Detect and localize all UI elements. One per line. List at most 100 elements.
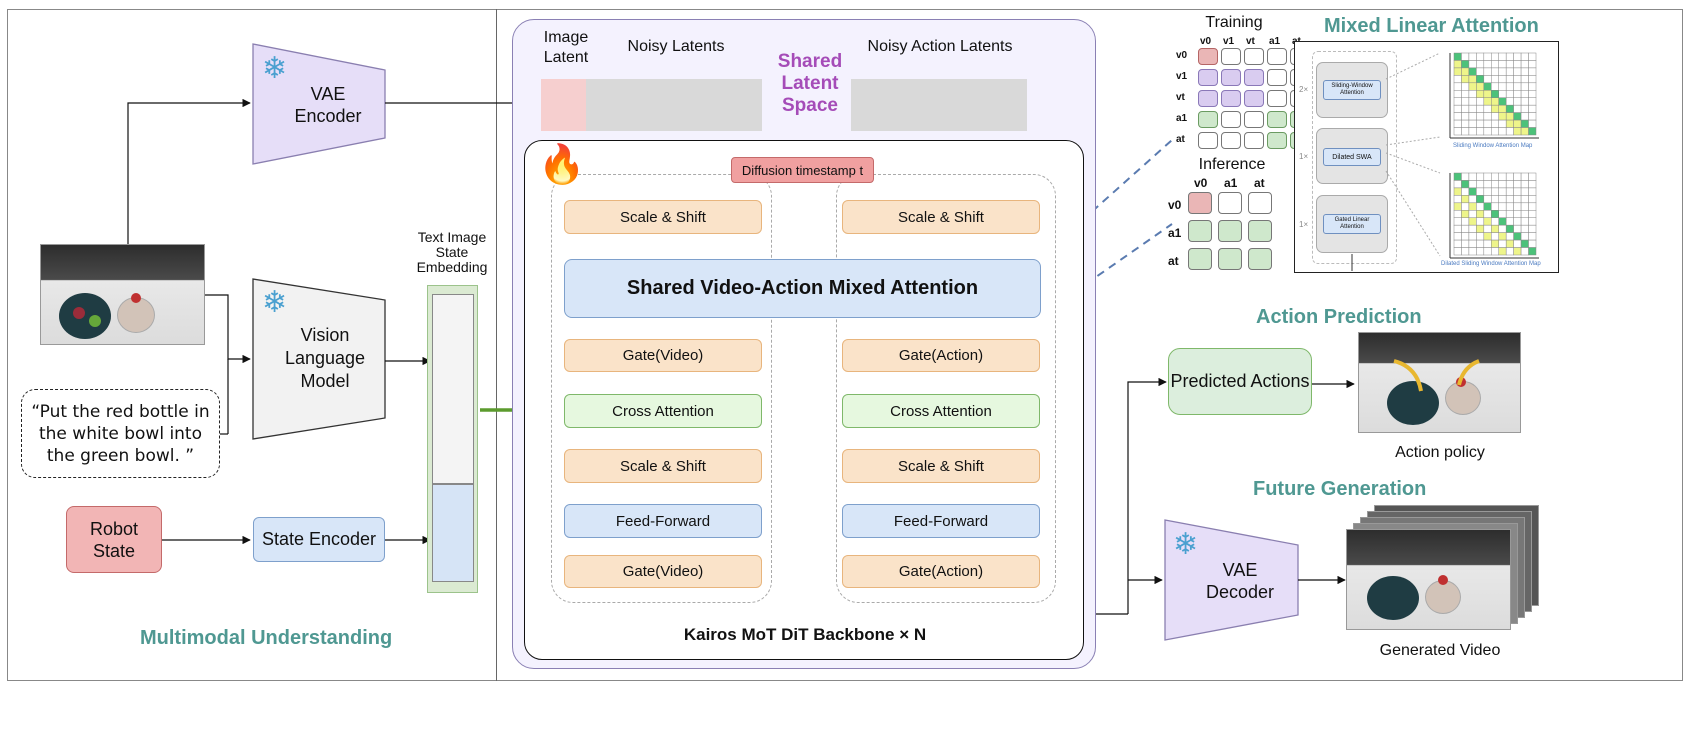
sliding-window-map-cell bbox=[1453, 112, 1462, 121]
sliding-window-map-cell bbox=[1468, 97, 1477, 106]
training-row-label: v1 bbox=[1176, 71, 1188, 82]
sliding-window-map-cell bbox=[1461, 97, 1470, 106]
dilated-window-map-cell bbox=[1491, 217, 1499, 226]
dilated-window-map-cell bbox=[1491, 224, 1499, 233]
video-gate-1: Gate(Video) bbox=[564, 339, 762, 372]
vae-decoder-label: VAE Decoder bbox=[1205, 560, 1275, 602]
inference-title: Inference bbox=[1198, 156, 1266, 173]
dilated-window-map-cell bbox=[1513, 210, 1522, 218]
sliding-window-map-cell bbox=[1468, 75, 1477, 84]
sliding-window-map-cell bbox=[1520, 60, 1529, 69]
dilated-window-map-cell bbox=[1520, 224, 1529, 233]
sliding-window-map-cell bbox=[1520, 112, 1529, 121]
sliding-window-map-cell bbox=[1513, 90, 1522, 98]
training-mask-cell bbox=[1198, 90, 1218, 107]
dilated-window-map-cell bbox=[1498, 217, 1507, 226]
sliding-window-map-cell bbox=[1476, 97, 1485, 106]
sliding-window-map-cell bbox=[1491, 52, 1499, 61]
fire-icon: 🔥 bbox=[538, 144, 586, 186]
sliding-window-map-cell bbox=[1498, 127, 1507, 136]
dilated-window-map-cell bbox=[1468, 224, 1477, 233]
sliding-window-map-cell bbox=[1491, 90, 1499, 98]
dilated-window-map-cell bbox=[1498, 232, 1507, 241]
sliding-window-map-cell bbox=[1491, 104, 1499, 113]
sliding-window-map-cell bbox=[1505, 90, 1514, 98]
sliding-window-map-cell bbox=[1505, 60, 1514, 69]
dilated-window-map-cell bbox=[1528, 239, 1537, 248]
sliding-window-map-cell bbox=[1498, 82, 1507, 91]
dilated-window-map-cell bbox=[1513, 217, 1522, 226]
training-mask-cell bbox=[1198, 69, 1218, 86]
sliding-window-map-cell bbox=[1453, 90, 1462, 98]
training-mask-cell bbox=[1267, 90, 1287, 107]
inference-col-label: at bbox=[1254, 176, 1265, 190]
mla-count-3: 1× bbox=[1299, 220, 1309, 229]
snowflake-icon: ❄ bbox=[262, 286, 288, 319]
sliding-window-map-cell bbox=[1461, 67, 1470, 76]
dilated-window-map-cell bbox=[1483, 239, 1492, 248]
dilated-window-map-cell bbox=[1505, 224, 1514, 233]
dilated-window-map-cell bbox=[1505, 202, 1514, 211]
dilated-window-map-cell bbox=[1505, 187, 1514, 196]
mla-count-2: 1× bbox=[1299, 152, 1309, 161]
inference-col-label: a1 bbox=[1224, 176, 1238, 190]
sliding-window-map-cell bbox=[1491, 97, 1499, 106]
dilated-window-map-cell bbox=[1483, 224, 1492, 233]
dilated-window-map-cell bbox=[1468, 180, 1477, 189]
sliding-window-map-cell bbox=[1491, 82, 1499, 91]
sliding-window-map-cell bbox=[1498, 67, 1507, 76]
dilated-window-map-cell bbox=[1468, 217, 1477, 226]
dilated-window-map-cell bbox=[1453, 239, 1462, 248]
sliding-window-map-cell bbox=[1498, 97, 1507, 106]
sliding-window-map-cell bbox=[1513, 104, 1522, 113]
training-mask-grid: v0v1vta1atv0v1vta1at bbox=[1158, 36, 1310, 154]
sliding-window-map-cell bbox=[1505, 82, 1514, 91]
inference-row-label: v0 bbox=[1168, 198, 1182, 212]
sliding-window-map-cell bbox=[1513, 67, 1522, 76]
dilated-window-map-cell bbox=[1498, 224, 1507, 233]
dilated-window-map-cell bbox=[1513, 232, 1522, 241]
dilated-window-map-cell bbox=[1498, 195, 1507, 204]
video-cross-attention: Cross Attention bbox=[564, 394, 762, 428]
dilated-window-map-cell bbox=[1513, 172, 1522, 181]
sliding-window-map-cell bbox=[1468, 52, 1477, 61]
training-mask-cell bbox=[1244, 111, 1264, 128]
action-prediction-title: Action Prediction bbox=[1256, 306, 1422, 328]
dilated-window-map-cell bbox=[1461, 247, 1470, 256]
dilated-window-map-cell bbox=[1483, 232, 1492, 241]
sliding-window-map-cell bbox=[1461, 52, 1470, 61]
sliding-window-map-cell bbox=[1461, 60, 1470, 69]
sliding-window-map-cell bbox=[1453, 67, 1462, 76]
dilated-window-map-cell bbox=[1491, 172, 1499, 181]
sliding-window-map-cell bbox=[1491, 60, 1499, 69]
robot-state-box: Robot State bbox=[66, 506, 162, 573]
dilated-window-map-cell bbox=[1505, 180, 1514, 189]
shared-mixed-attention-box: Shared Video-Action Mixed Attention bbox=[564, 259, 1041, 318]
mla-count-1: 2× bbox=[1299, 85, 1309, 94]
dilated-window-map-cell bbox=[1505, 172, 1514, 181]
sliding-window-map-cell bbox=[1520, 75, 1529, 84]
dilated-window-map-cell bbox=[1528, 195, 1537, 204]
sliding-window-map-cell bbox=[1476, 82, 1485, 91]
sliding-window-map-cell bbox=[1453, 82, 1462, 91]
sliding-window-map-cell bbox=[1528, 82, 1537, 91]
generated-video-stack bbox=[1346, 505, 1546, 635]
dilated-window-map-cell bbox=[1491, 202, 1499, 211]
sliding-window-map-cell bbox=[1468, 127, 1477, 136]
sliding-window-map-cell bbox=[1513, 112, 1522, 121]
instruction-bubble: “Put the red bottle in the white bowl in… bbox=[21, 389, 220, 478]
vlm-label: Vision Language Model bbox=[284, 324, 366, 391]
training-mask-cell bbox=[1244, 132, 1264, 149]
dilated-window-map-cell bbox=[1483, 187, 1492, 196]
action-gate-2: Gate(Action) bbox=[842, 555, 1040, 588]
dilated-window-map-cell bbox=[1476, 195, 1485, 204]
sliding-window-map-cell bbox=[1483, 97, 1492, 106]
dilated-window-map-cell bbox=[1520, 172, 1529, 181]
dilated-window-map-cell bbox=[1498, 180, 1507, 189]
dilated-window-map-cell bbox=[1528, 232, 1537, 241]
action-feed-forward: Feed-Forward bbox=[842, 504, 1040, 538]
dilated-window-map-cell bbox=[1520, 180, 1529, 189]
training-mask-cell bbox=[1244, 48, 1264, 65]
sliding-window-map-cell bbox=[1513, 82, 1522, 91]
